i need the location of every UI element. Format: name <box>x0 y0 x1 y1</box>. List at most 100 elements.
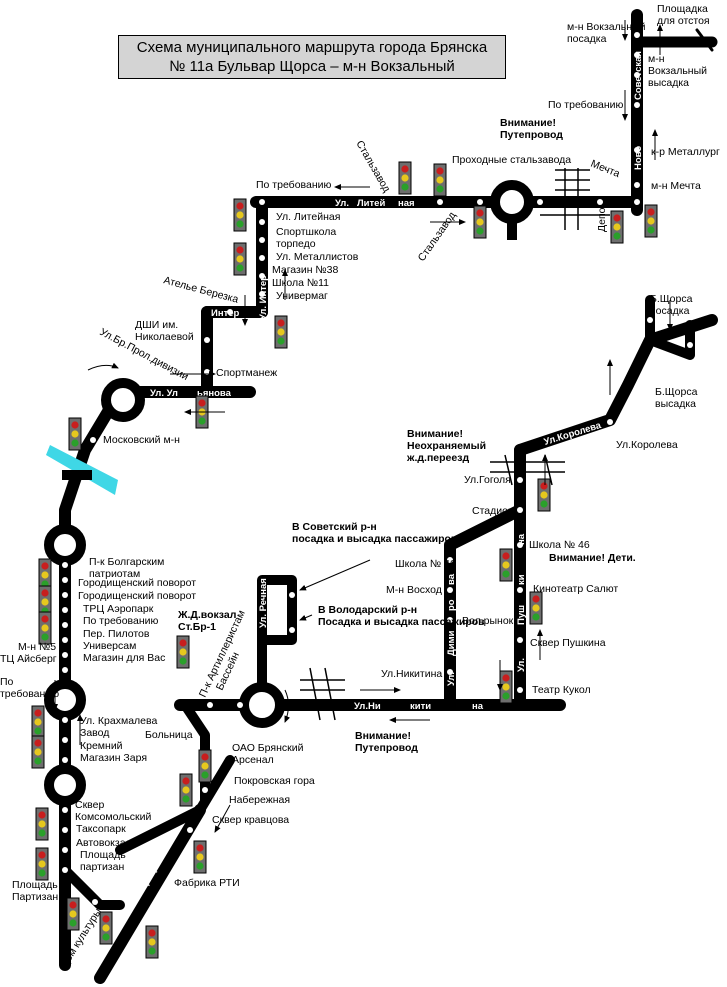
stop-pilotov: Пер. Пилотов <box>83 628 150 640</box>
stop-naberezhnaya: Набережная <box>229 794 290 806</box>
traffic-light-icon <box>198 749 212 783</box>
stop-zarya: Магазин Заря <box>80 752 147 764</box>
street-inter: Интер <box>211 308 240 319</box>
street-dimitrova-3: ро <box>446 599 457 611</box>
traffic-light-icon <box>35 847 49 881</box>
stop-gorodishchensky-2: Городищенский поворот <box>78 590 196 602</box>
street-liteynaya-2: Литей <box>357 198 385 209</box>
stop-po-trebovaniyu-3: По требованию <box>83 615 158 627</box>
stop-mn-mechta: м-н Мечта <box>651 180 701 192</box>
traffic-light-icon <box>473 205 487 239</box>
street-dimitrova-1: Ул. <box>446 672 457 686</box>
stop-shkola-46-a: Школа № 46 <box>529 539 590 551</box>
title-line-2: № 11а Бульвар Щорса – м-н Вокзальный <box>169 58 455 75</box>
traffic-light-icon <box>610 210 624 244</box>
stop-aeropark: ТРЦ Аэропарк <box>83 603 154 615</box>
stop-fabrika-rti: Фабрика РТИ <box>174 877 240 889</box>
street-ulyanova-1: Ул. Ул <box>150 388 178 399</box>
stop-aysberg: ТЦ Айсберг <box>0 653 57 665</box>
street-nikitina-2: кити <box>410 701 431 712</box>
stop-ul-liteynaya: Ул. Литейная <box>276 211 340 223</box>
street-liteynaya-1: Ул. <box>335 198 349 209</box>
railway-crossing-icon <box>300 168 610 721</box>
street-rechnaya: Ул. Речная <box>258 578 269 628</box>
street-korolyova: Ул.Королева <box>543 420 603 448</box>
street-pushkina-4: на <box>516 533 527 545</box>
stop-mechta: Мечта <box>589 158 622 181</box>
street-vert-inter: Ул. Интер <box>258 275 269 320</box>
stop-dlya-vas: Магазин для Вас <box>83 652 165 664</box>
traffic-light-icon <box>233 198 247 232</box>
stop-atele: Ателье Березка <box>162 274 240 306</box>
traffic-light-icon <box>38 611 52 645</box>
stop-avtovokzal: Автовокзал <box>76 837 132 849</box>
street-pushkina-3: ки <box>516 574 527 585</box>
map-title: Схема муниципального маршрута города Бря… <box>118 35 506 79</box>
stop-stalzavod-1: Стальзавод <box>353 139 392 195</box>
traffic-light-icon <box>499 548 513 582</box>
traffic-light-icon <box>145 925 159 959</box>
stop-zavod: Завод <box>80 727 109 739</box>
stop-taksopark: Таксопарк <box>76 823 126 835</box>
stop-ul-korolyova: Ул.Королева <box>616 439 678 451</box>
arrow-icon <box>52 20 673 833</box>
stop-magazin-38: Магазин №38 <box>272 264 339 276</box>
traffic-light-icon <box>537 478 551 512</box>
warnings: Внимание!Путепровод Внимание!Путепровод … <box>292 117 636 754</box>
traffic-light-icon <box>433 163 447 197</box>
roads <box>59 9 718 984</box>
traffic-light-icon <box>35 807 49 841</box>
stop-skver-kravtsova: Сквер кравцова <box>212 814 289 826</box>
stop-ul-nikitina: Ул.Никитина <box>381 668 442 680</box>
stop-kremny: Кремний <box>80 740 123 752</box>
traffic-light-icon <box>398 161 412 195</box>
stop-mn5: М-н №5 <box>18 641 56 653</box>
street-novo: Ново <box>633 146 644 170</box>
stop-mn-voskhod: М-н Восход <box>386 584 442 596</box>
traffic-light-icon <box>179 773 193 807</box>
street-ulyanova-2: ьянова <box>197 388 232 399</box>
street-liteynaya-3: ная <box>398 198 415 209</box>
stop-po-trebovaniyu-2: По требованию <box>256 179 331 191</box>
stop-sportmanezh: Спортманеж <box>216 367 277 379</box>
stop-krakhmaleva: Ул. Крахмалева <box>80 715 157 727</box>
stop-pokrovskaya: Покровская гора <box>234 775 315 787</box>
traffic-light-icon <box>233 242 247 276</box>
title-line-1: Схема муниципального маршрута города Бря… <box>136 39 488 56</box>
traffic-light-icon <box>99 911 113 945</box>
stop-dshi: ДШИ им.Николаевой <box>135 319 194 343</box>
traffic-light-icon <box>644 204 658 238</box>
roundabouts <box>44 180 534 806</box>
traffic-light-icon <box>193 840 207 874</box>
stop-univermag: Универмаг <box>276 290 328 302</box>
traffic-light-icon <box>176 635 190 669</box>
stop-markers <box>62 32 693 905</box>
stop-vol-rynok: Вол.рынок <box>462 615 514 627</box>
traffic-light-icon <box>499 670 513 704</box>
stop-kr-metallurg: к-р Металлург <box>651 146 720 158</box>
river-icon <box>46 445 118 495</box>
warning-puteprovod-1: Внимание!Путепровод <box>500 117 563 141</box>
stop-bolnitsa: Больница <box>145 729 193 741</box>
stop-ul-gogolya: Ул.Гоголя <box>464 474 511 486</box>
street-liteynaya-small: Ул. Литейная <box>655 199 716 210</box>
traffic-light-icon <box>68 417 82 451</box>
stop-skver-pushkina: Сквер Пушкина <box>530 637 606 649</box>
street-dimitrova-4: ва <box>446 573 457 585</box>
stop-ul-metallistov: Ул. Металлистов <box>276 251 359 263</box>
